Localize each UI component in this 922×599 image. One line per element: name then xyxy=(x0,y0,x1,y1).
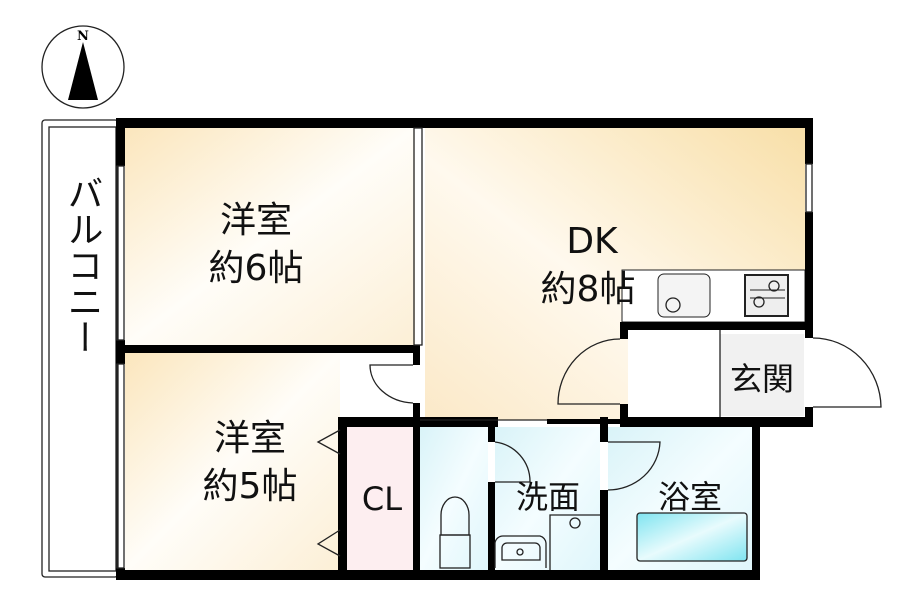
gas-stove-icon xyxy=(744,274,789,317)
closet-floor xyxy=(347,427,413,570)
washroom-label: 洗面 xyxy=(516,478,580,516)
toilet-floor xyxy=(420,427,488,570)
closet-label: CL xyxy=(362,480,402,518)
entrance-label: 玄関 xyxy=(730,360,794,398)
western-room-2-size: 約5帖 xyxy=(203,466,298,507)
toilet-icon xyxy=(439,496,471,569)
north-compass-icon: N xyxy=(41,25,125,109)
washbasin-icon xyxy=(494,535,547,568)
western-room-1-name: 洋室 xyxy=(220,200,292,241)
dk-name: DK xyxy=(566,221,619,262)
kitchen-counter xyxy=(621,269,806,323)
western-room-1-floor xyxy=(125,128,415,345)
bathroom-label: 浴室 xyxy=(658,478,722,516)
sink-icon xyxy=(657,273,711,318)
western-room-1-size: 約6帖 xyxy=(209,248,304,289)
western-room-2-name: 洋室 xyxy=(214,418,286,459)
windows xyxy=(116,127,813,569)
entrance-tile xyxy=(720,334,804,416)
washing-machine-space xyxy=(549,514,600,570)
compass-label: N xyxy=(77,29,89,44)
walls xyxy=(116,118,813,580)
washroom-floor xyxy=(495,427,600,570)
balcony-label: バルコニー xyxy=(62,175,103,355)
bathtub-icon xyxy=(636,512,748,562)
western-room-2-floor xyxy=(125,353,340,570)
dk-size: 約8帖 xyxy=(541,269,636,310)
doors xyxy=(316,330,882,557)
